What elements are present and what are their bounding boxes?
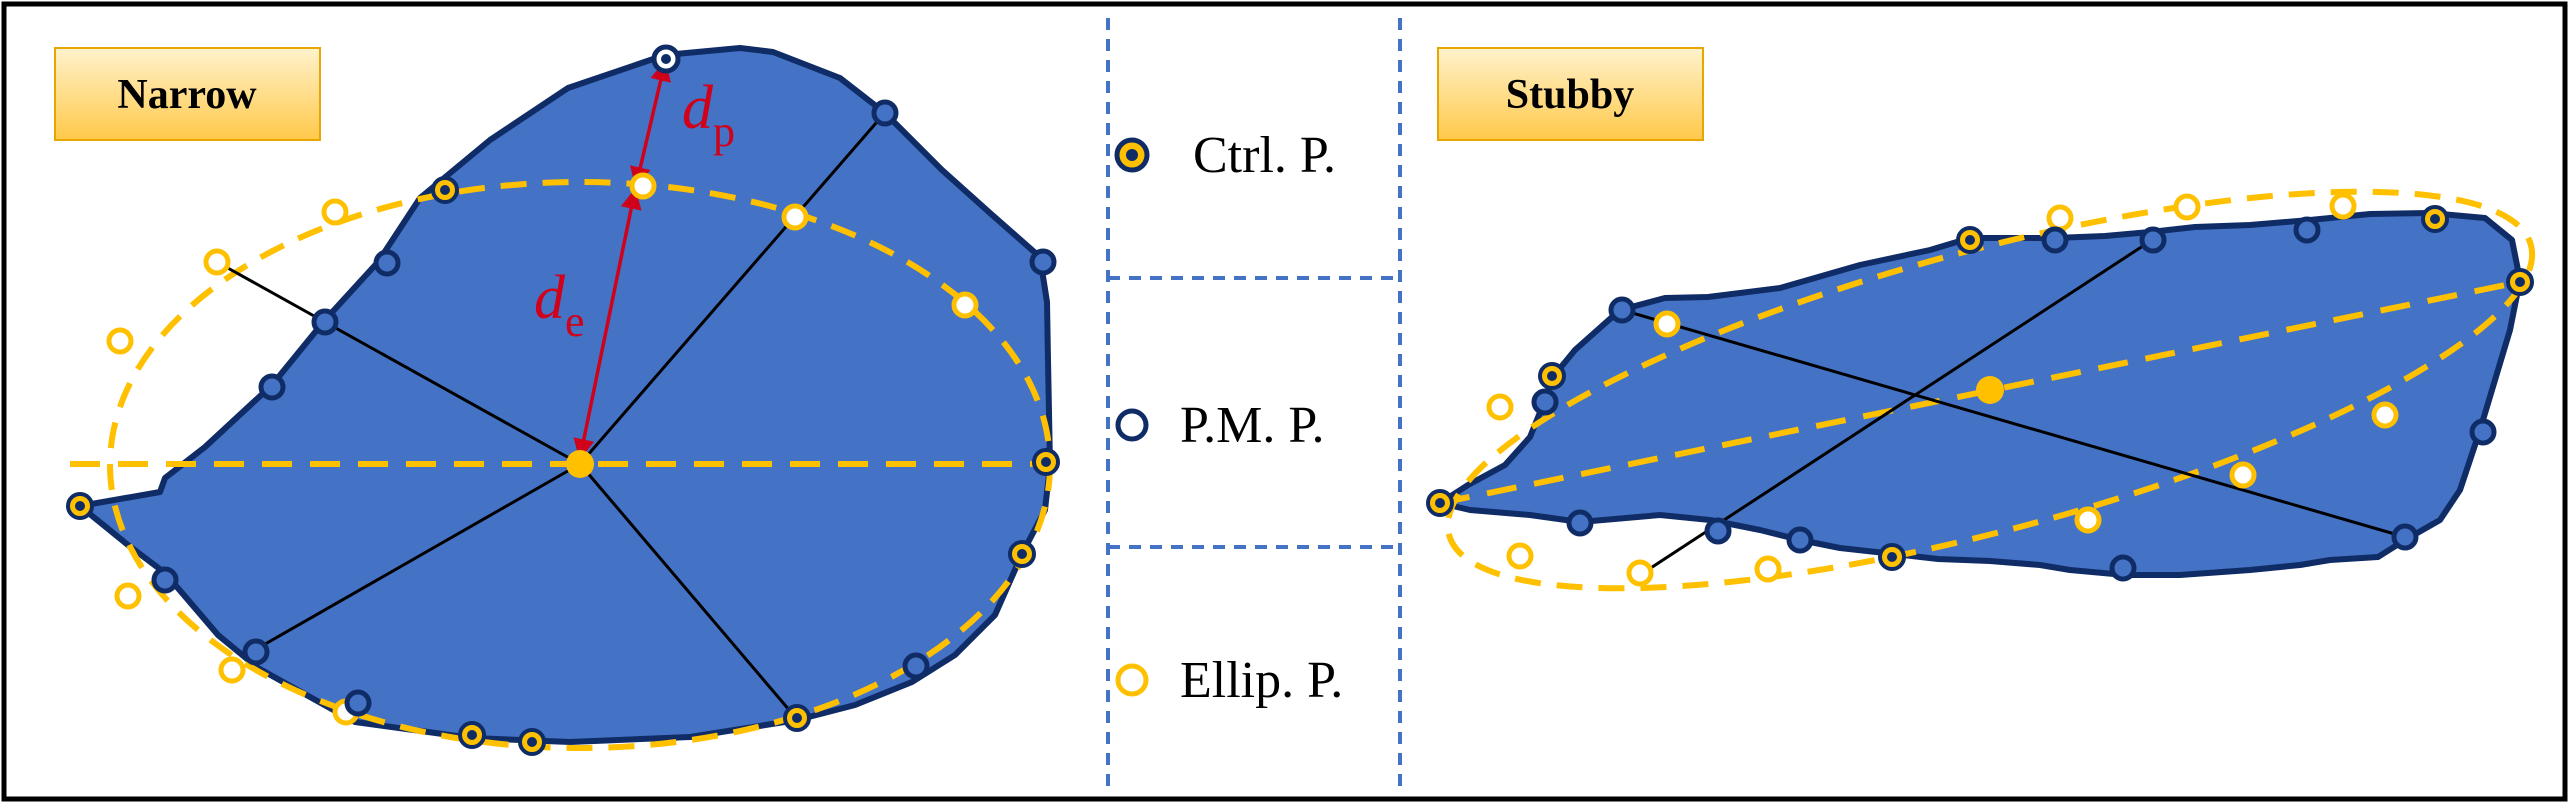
ctrl-point — [1956, 226, 1984, 254]
pmp-point — [1029, 248, 1057, 276]
ellip-point — [203, 248, 231, 276]
legend-item-pmp: P.M. P. — [1115, 397, 1325, 454]
pmp-point — [258, 373, 286, 401]
ctrl-point-icon — [1114, 137, 1150, 173]
narrow-label-box: Narrow — [54, 47, 321, 141]
legend-label-pmp: P.M. P. — [1180, 397, 1325, 454]
narrow-ctrl-points — [66, 44, 1060, 756]
ctrl-point — [66, 492, 94, 520]
pmp-point — [1704, 517, 1732, 545]
ellip-point — [2329, 192, 2357, 220]
ctrl-point — [1878, 543, 1906, 571]
stubby-label: Stubby — [1506, 72, 1634, 118]
stubby-ellipse — [1444, 188, 2536, 592]
ellip-point — [218, 656, 246, 684]
narrow-pmp-points — [151, 99, 1057, 717]
stubby-center-point — [1976, 376, 2004, 404]
stubby-panel: Stubby — [1426, 47, 2536, 592]
ellip-point — [321, 198, 349, 226]
pmp-point — [1566, 509, 1594, 537]
pmp-point — [2139, 226, 2167, 254]
ellip-point — [106, 327, 134, 355]
legend-label-ctrl: Ctrl. P. — [1193, 127, 1336, 184]
pmp-point — [373, 249, 401, 277]
pmp-point — [902, 652, 930, 680]
legend-item-ellip: Ellip. P. — [1115, 652, 1343, 709]
measure-arrow-de — [573, 187, 642, 461]
stubby-pmp-points — [1531, 216, 2497, 582]
ctrl-point — [1538, 362, 1566, 390]
ellip-point — [2074, 506, 2102, 534]
ellip-point — [2229, 461, 2257, 489]
pmp-point — [2293, 216, 2321, 244]
pmp-point-icon — [1115, 408, 1149, 442]
ctrl-point — [458, 721, 486, 749]
measure-arrow-dp — [630, 59, 671, 189]
ellip-point — [1486, 393, 1514, 421]
ellip-point — [2046, 204, 2074, 232]
label-dp: dp — [682, 74, 735, 156]
legend-label-ellip: Ellip. P. — [1180, 652, 1343, 709]
pmp-point — [2391, 523, 2419, 551]
pmp-point — [311, 308, 339, 336]
ctrl-point — [518, 728, 546, 756]
pmp-point — [2109, 554, 2137, 582]
stubby-center-lines — [1621, 238, 2406, 577]
ellip-point — [781, 203, 809, 231]
stubby-ctrl-points — [1426, 205, 2534, 571]
pmp-point — [2041, 226, 2069, 254]
pmp-point — [1608, 296, 1636, 324]
pmp-point — [344, 689, 372, 717]
ctrl-point — [783, 704, 811, 732]
narrow-label: Narrow — [117, 72, 257, 118]
ctrl-point — [2506, 268, 2534, 296]
ellip-point — [2371, 401, 2399, 429]
ellip-point — [1754, 555, 1782, 583]
ctrl-point — [1008, 540, 1036, 568]
ctrl-point — [651, 44, 681, 74]
ellip-point — [1626, 559, 1654, 587]
ellip-point — [1653, 310, 1681, 338]
label-de: de — [534, 264, 585, 346]
pmp-point — [2469, 418, 2497, 446]
narrow-panel: dp de — [54, 44, 1060, 756]
ctrl-point — [431, 176, 459, 204]
legend-panel: Ctrl. P. P.M. P. Ellip. P. — [1106, 18, 1402, 790]
ellip-point — [114, 582, 142, 610]
ellip-point — [951, 291, 979, 319]
ctrl-point — [2421, 205, 2449, 233]
ellip-point — [1506, 542, 1534, 570]
pmp-point — [1786, 526, 1814, 554]
ellip-point-icon — [1115, 663, 1149, 697]
pmp-point — [1531, 388, 1559, 416]
pmp-point — [242, 638, 270, 666]
stubby-label-box: Stubby — [1437, 47, 1704, 141]
ctrl-point — [1032, 448, 1060, 476]
ellip-point — [629, 172, 657, 200]
pmp-point — [871, 99, 899, 127]
pmp-point — [151, 566, 179, 594]
ellip-point — [2173, 193, 2201, 221]
ctrl-point — [1426, 489, 1454, 517]
stubby-ellipse-points — [1486, 192, 2399, 587]
legend-item-ctrl: Ctrl. P. — [1114, 127, 1336, 184]
narrow-center-point — [566, 450, 594, 478]
